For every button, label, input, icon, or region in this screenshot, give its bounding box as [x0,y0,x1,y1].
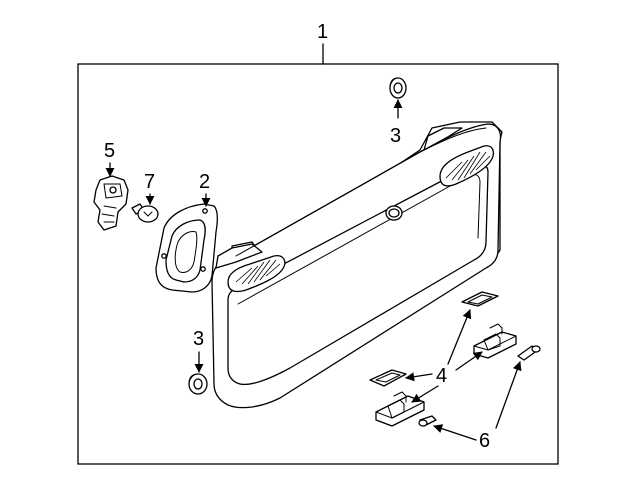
license-lens-upper [461,291,499,307]
callout-5: 5 [104,140,115,162]
lamp-gasket [155,203,218,293]
lamp-socket [93,175,129,231]
emblem-hole [385,205,403,221]
right-lamp-recess [439,145,495,187]
leader-6-b [433,424,477,441]
callout-6: 6 [479,430,490,452]
license-lens-lower [369,369,407,387]
assembly-frame [77,63,559,465]
grommet-bottom [188,373,208,395]
grommet-top [389,77,407,99]
leader-4-b [455,351,483,371]
bulb-small-lower [418,415,437,427]
leader-6-a [495,361,522,429]
callout-2: 2 [199,171,210,193]
bulb-small-upper [517,345,541,361]
leader-4-c [405,372,433,382]
callout-4: 4 [436,365,447,387]
trim-panel [211,121,503,409]
callout-3-bottom: 3 [193,328,204,350]
left-lamp-recess [227,255,286,293]
callout-7: 7 [144,171,155,193]
license-lamp-housing-lower [375,391,425,427]
callout-1: 1 [317,21,328,43]
callout-3-top: 3 [390,125,401,147]
leader-4-a [447,309,472,365]
leader-4-d [411,385,439,403]
bulb [131,203,159,223]
